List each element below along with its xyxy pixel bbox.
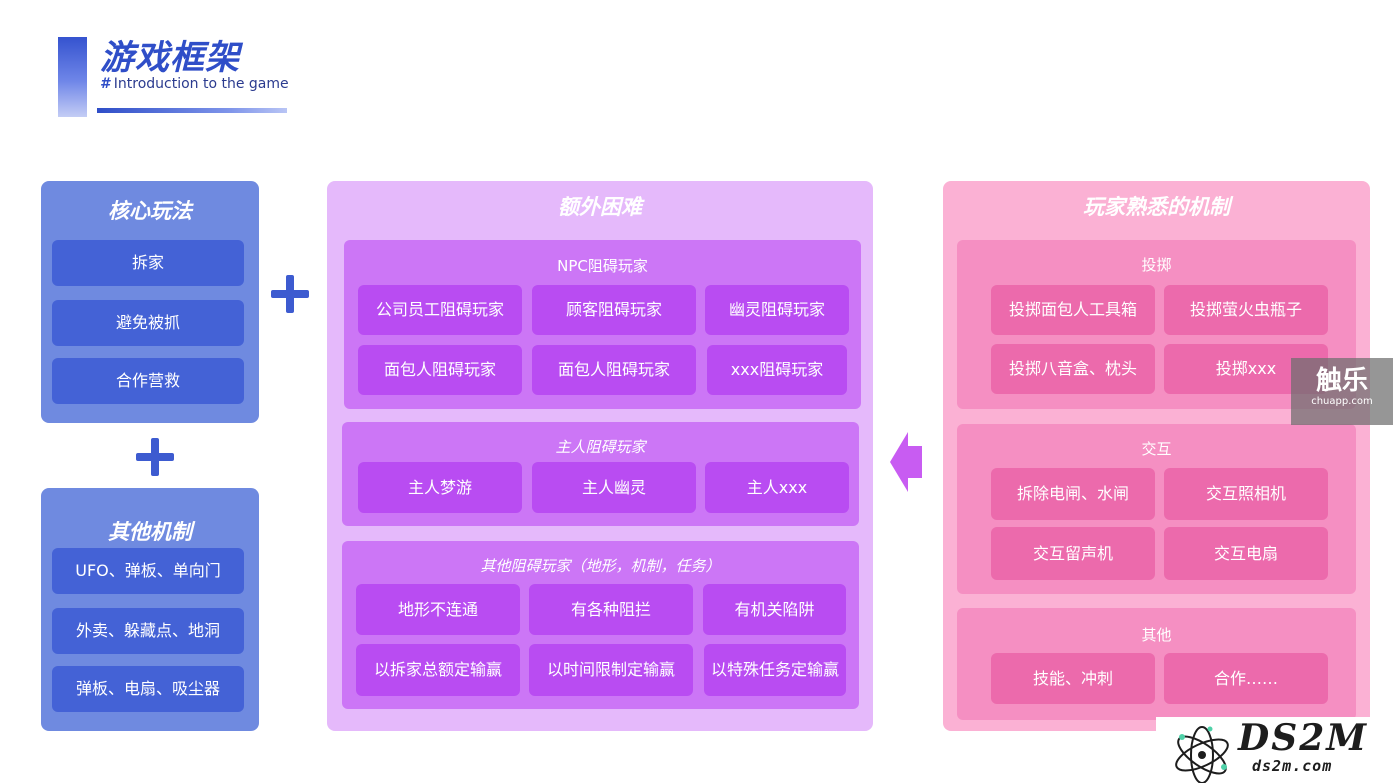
other-obstacles-item: 有各种阻拦 bbox=[529, 584, 693, 635]
other-mechanics-title: 其他机制 bbox=[108, 520, 192, 544]
owner-item: 主人梦游 bbox=[358, 462, 522, 513]
other-obstacles-item: 地形不连通 bbox=[356, 584, 520, 635]
chuapp-watermark: 触乐 chuapp.com bbox=[1291, 358, 1393, 425]
npc-item: 顾客阻碍玩家 bbox=[532, 285, 696, 335]
chuapp-watermark-name: 触乐 bbox=[1315, 366, 1368, 396]
misc-section: 其他 技能、冲刺 合作…… bbox=[957, 608, 1356, 720]
other-obstacles-item: 有机关陷阱 bbox=[703, 584, 846, 635]
core-gameplay-panel: 核心玩法 拆家 避免被抓 合作营救 bbox=[41, 181, 259, 423]
familiar-mechanics-title: 玩家熟悉的机制 bbox=[1083, 195, 1230, 219]
npc-section-title: NPC阻碍玩家 bbox=[557, 257, 648, 275]
familiar-mechanics-panel: 玩家熟悉的机制 投掷 投掷面包人工具箱 投掷萤火虫瓶子 投掷八音盒、枕头 投掷x… bbox=[943, 181, 1370, 731]
other-obstacles-item: 以拆家总额定输赢 bbox=[356, 644, 520, 696]
hash-mark: # bbox=[100, 76, 110, 92]
ds2m-logo-text: DS2M bbox=[1238, 717, 1369, 759]
other-mechanics-item: 弹板、电扇、吸尘器 bbox=[52, 666, 244, 712]
subtitle-text: Introduction to the game bbox=[113, 76, 289, 92]
npc-item: 面包人阻碍玩家 bbox=[358, 345, 522, 395]
interact-item: 拆除电闸、水闸 bbox=[991, 468, 1155, 520]
plus-icon bbox=[271, 275, 309, 313]
interact-item: 交互留声机 bbox=[991, 527, 1155, 580]
other-obstacles-item: 以时间限制定输赢 bbox=[529, 644, 693, 696]
extra-difficulty-title: 额外困难 bbox=[558, 195, 642, 219]
other-mechanics-panel: 其他机制 UFO、弹板、单向门 外卖、躲藏点、地洞 弹板、电扇、吸尘器 bbox=[41, 488, 259, 731]
page-subtitle: #Introduction to the game bbox=[100, 76, 289, 92]
ds2m-watermark: DS2M ds2m.com bbox=[1156, 717, 1393, 784]
extra-difficulty-panel: 额外困难 NPC阻碍玩家 公司员工阻碍玩家 顾客阻碍玩家 幽灵阻碍玩家 面包人阻… bbox=[327, 181, 873, 731]
owner-item: 主人xxx bbox=[705, 462, 849, 513]
header-underline bbox=[97, 108, 287, 113]
npc-section: NPC阻碍玩家 公司员工阻碍玩家 顾客阻碍玩家 幽灵阻碍玩家 面包人阻碍玩家 面… bbox=[344, 240, 861, 409]
npc-item: xxx阻碍玩家 bbox=[707, 345, 847, 395]
throw-item: 投掷八音盒、枕头 bbox=[991, 344, 1155, 394]
chuapp-watermark-url: chuapp.com bbox=[1311, 396, 1373, 407]
page-title: 游戏框架 bbox=[100, 38, 240, 78]
core-gameplay-title: 核心玩法 bbox=[108, 199, 192, 223]
header-accent-bar bbox=[58, 37, 87, 117]
misc-item: 技能、冲刺 bbox=[991, 653, 1155, 704]
other-obstacles-title: 其他阻碍玩家（地形，机制，任务） bbox=[480, 557, 721, 575]
core-item: 拆家 bbox=[52, 240, 244, 286]
throw-section: 投掷 投掷面包人工具箱 投掷萤火虫瓶子 投掷八音盒、枕头 投掷xxx bbox=[957, 240, 1356, 409]
npc-item: 幽灵阻碍玩家 bbox=[705, 285, 849, 335]
core-item: 合作营救 bbox=[52, 358, 244, 404]
throw-item: 投掷萤火虫瓶子 bbox=[1164, 285, 1328, 335]
other-obstacles-section: 其他阻碍玩家（地形，机制，任务） 地形不连通 有各种阻拦 有机关陷阱 以拆家总额… bbox=[342, 541, 859, 709]
other-mechanics-item: UFO、弹板、单向门 bbox=[52, 548, 244, 594]
throw-section-title: 投掷 bbox=[1141, 256, 1172, 274]
owner-section-title: 主人阻碍玩家 bbox=[555, 438, 646, 456]
owner-section: 主人阻碍玩家 主人梦游 主人幽灵 主人xxx bbox=[342, 422, 859, 526]
ds2m-url-text: ds2m.com bbox=[1252, 757, 1333, 775]
other-obstacles-item: 以特殊任务定输赢 bbox=[704, 644, 846, 696]
atom-logo-icon bbox=[1175, 726, 1229, 783]
core-item: 避免被抓 bbox=[52, 300, 244, 346]
interact-item: 交互电扇 bbox=[1164, 527, 1328, 580]
interact-section-title: 交互 bbox=[1141, 440, 1172, 458]
interact-section: 交互 拆除电闸、水闸 交互照相机 交互留声机 交互电扇 bbox=[957, 424, 1356, 594]
throw-item: 投掷面包人工具箱 bbox=[991, 285, 1155, 335]
npc-item: 面包人阻碍玩家 bbox=[532, 345, 696, 395]
misc-section-title: 其他 bbox=[1141, 626, 1172, 644]
plus-icon bbox=[136, 438, 174, 476]
arrow-left-icon bbox=[890, 432, 922, 492]
misc-item: 合作…… bbox=[1164, 653, 1328, 704]
owner-item: 主人幽灵 bbox=[532, 462, 696, 513]
other-mechanics-item: 外卖、躲藏点、地洞 bbox=[52, 608, 244, 654]
npc-item: 公司员工阻碍玩家 bbox=[358, 285, 522, 335]
interact-item: 交互照相机 bbox=[1164, 468, 1328, 520]
